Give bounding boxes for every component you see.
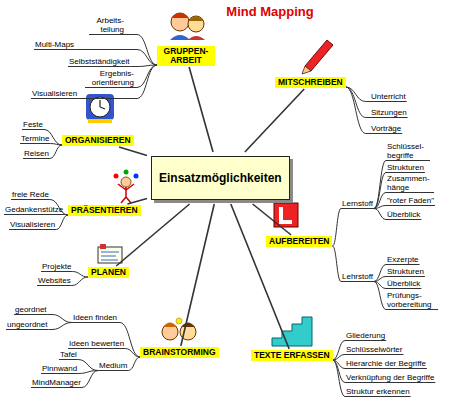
topic-text: ORGANISIEREN bbox=[65, 136, 131, 145]
branch-connector bbox=[253, 204, 292, 235]
branch-topic: GRUPPEN- ARBEIT bbox=[157, 46, 215, 66]
central-topic: Einsatzmöglichkeiten bbox=[151, 156, 290, 200]
leader-line bbox=[20, 144, 62, 146]
topic-text: PRÄSENTIEREN bbox=[71, 206, 138, 215]
leaf-label: Reisen bbox=[23, 149, 50, 159]
leaf-label: Arbeits- teilung bbox=[89, 16, 125, 35]
leaf-label: geordnet bbox=[14, 305, 48, 315]
leaf-label: Lernstoff bbox=[341, 199, 374, 209]
leaf-label: MindManager bbox=[31, 378, 82, 388]
leaf-label: Ideen finden bbox=[72, 313, 118, 323]
leaf-label: Prüfungs- vorbereitung bbox=[386, 291, 438, 310]
branch-topic: TEXTE ERFASSEN bbox=[251, 350, 333, 361]
branch-connector bbox=[245, 89, 304, 152]
leaf-label: Strukturen bbox=[386, 267, 425, 277]
leaf-label: Visualisieren bbox=[9, 220, 56, 230]
leaf-label: Überblick bbox=[386, 279, 421, 289]
leader-line bbox=[31, 65, 157, 99]
leader-line bbox=[31, 371, 98, 388]
leaf-label: Selbstständigkeit bbox=[68, 57, 130, 67]
leaf-label: Schlüssel- begriffe bbox=[386, 142, 430, 161]
topic-text: TEXTE ERFASSEN bbox=[254, 351, 330, 360]
leaf-label: Multi-Maps bbox=[34, 40, 75, 50]
leaf-label: Vorträge bbox=[370, 124, 402, 134]
brainstorm-heads-icon bbox=[162, 318, 196, 340]
topic-text: GRUPPEN- ARBEIT bbox=[160, 47, 212, 65]
topic-text: AUFBEREITEN bbox=[269, 237, 329, 246]
leader-line bbox=[68, 349, 140, 358]
leaf-label: "roter Faden" bbox=[386, 196, 435, 206]
leaf-label: Ideen bewerten bbox=[68, 339, 125, 349]
branch-connector bbox=[231, 204, 289, 349]
leaf-label: Projekte bbox=[41, 262, 72, 272]
juggler-icon bbox=[114, 170, 139, 204]
pencil-icon bbox=[302, 40, 333, 74]
branch-connector bbox=[128, 199, 147, 204]
topic-text: BRAINSTORMING bbox=[143, 348, 216, 357]
topic-text: PLANEN bbox=[91, 268, 126, 277]
leader-line bbox=[333, 360, 436, 383]
topic-text: MITSCHREIBEN bbox=[278, 78, 343, 87]
leaf-label: Gliederung bbox=[345, 331, 386, 341]
leaf-label: Verknüpfung der Begriffe bbox=[345, 373, 435, 383]
leader-line bbox=[374, 206, 435, 209]
branch-topic: MITSCHREIBEN bbox=[275, 77, 346, 88]
group-people-icon bbox=[170, 13, 205, 40]
plan-icon bbox=[98, 244, 122, 263]
leaf-label: Feste bbox=[22, 120, 44, 130]
leaf-label: Pinnwand bbox=[41, 364, 78, 374]
leaf-label: Medium bbox=[98, 361, 128, 371]
leaf-label: Exzerpte bbox=[386, 255, 420, 265]
branch-connector bbox=[181, 204, 214, 346]
leader-line bbox=[23, 145, 62, 159]
branch-connector bbox=[119, 147, 147, 156]
leaf-label: Hierarchie der Begriffe bbox=[345, 359, 427, 369]
leaf-label: Gedankenstütze bbox=[4, 205, 64, 215]
leaf-label: Sitzungen bbox=[370, 108, 408, 118]
leader-line bbox=[346, 87, 408, 118]
branch-connector bbox=[189, 67, 213, 152]
leaf-label: Lehrstoff bbox=[341, 272, 374, 282]
map-title: Mind Mapping bbox=[0, 4, 464, 19]
leader-line bbox=[98, 357, 140, 371]
leader-line bbox=[333, 360, 427, 369]
leaf-label: Ergebnis- orientierung bbox=[85, 69, 135, 88]
branch-topic: PLANEN bbox=[88, 267, 129, 278]
leaf-label: freie Rede bbox=[11, 190, 50, 200]
leaf-label: Überblick bbox=[386, 210, 421, 220]
leaf-label: Zusammen- hänge bbox=[386, 174, 434, 193]
leader-line bbox=[332, 246, 374, 282]
branch-topic: AUFBEREITEN bbox=[266, 236, 332, 247]
leader-line bbox=[9, 215, 68, 230]
leaf-label: Struktur erkennen bbox=[345, 387, 411, 397]
branch-topic: ORGANISIEREN bbox=[62, 135, 134, 146]
leaf-label: Visualisieren bbox=[31, 89, 78, 99]
leaf-label: Websites bbox=[37, 276, 72, 286]
leader-line bbox=[332, 209, 374, 247]
leaf-label: Schlüsselwörter bbox=[345, 345, 403, 355]
leader-line bbox=[374, 209, 421, 220]
leaf-label: Tafel bbox=[59, 350, 78, 360]
branch-topic: BRAINSTORMING bbox=[140, 347, 219, 358]
leaf-label: Unterricht bbox=[370, 92, 407, 102]
leaf-label: Strukturen bbox=[386, 163, 425, 173]
leaf-label: Termine bbox=[20, 134, 50, 144]
leader-line bbox=[4, 214, 68, 216]
leader-line bbox=[37, 277, 88, 286]
branch-topic: PRÄSENTIEREN bbox=[68, 205, 141, 216]
leaf-label: ungeordnet bbox=[6, 320, 48, 330]
topic-text: Einsatzmöglichkeiten bbox=[159, 171, 282, 185]
